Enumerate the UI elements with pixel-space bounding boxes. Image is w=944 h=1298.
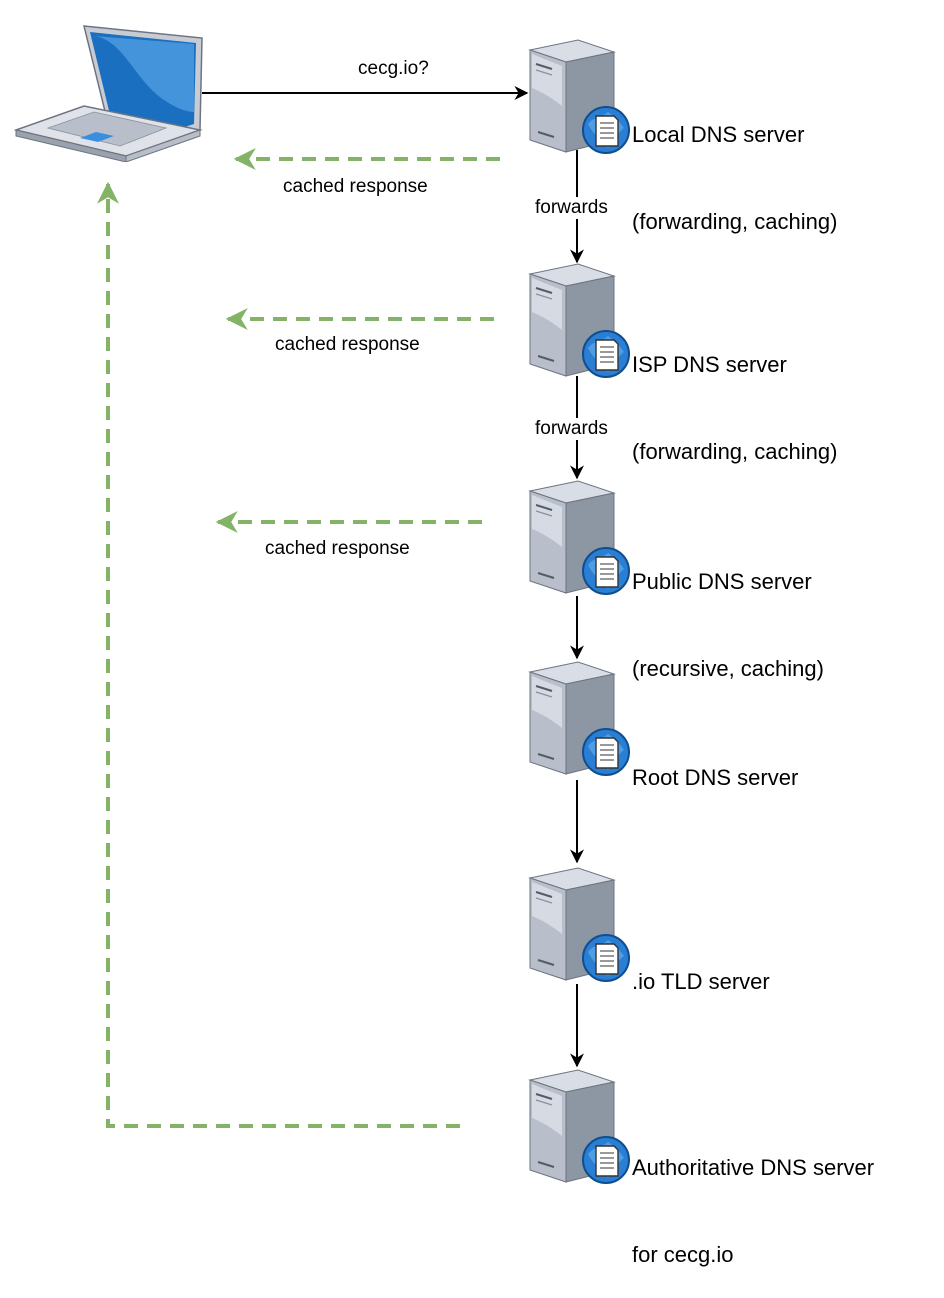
server-icon	[529, 480, 630, 595]
server-icon	[529, 39, 630, 154]
laptop-icon	[15, 25, 203, 162]
response-arrow-auth	[97, 181, 460, 1128]
server-icon	[529, 263, 630, 378]
server-label-line: (recursive, caching)	[632, 656, 824, 681]
server-label-tld: .io TLD server	[632, 909, 770, 1025]
server-label-line: (forwarding, caching)	[632, 209, 838, 234]
server-label-line: Authoritative DNS server	[632, 1155, 875, 1180]
server-label-line: .io TLD server	[632, 969, 770, 994]
server-icon	[529, 661, 630, 776]
server-icon	[529, 867, 630, 982]
cached-response-label: cached response	[263, 538, 412, 560]
server-label-public: Public DNS server (recursive, caching)	[632, 509, 824, 712]
query-label: cecg.io?	[356, 58, 431, 80]
server-label-local: Local DNS server (forwarding, caching)	[632, 62, 837, 265]
server-label-root: Root DNS server	[632, 705, 798, 821]
server-label-line: ISP DNS server	[632, 352, 787, 377]
server-label-line: Local DNS server	[632, 122, 805, 147]
forward-label: forwards	[533, 418, 610, 440]
server-label-auth: Authoritative DNS server for cecg.io	[632, 1095, 874, 1298]
cached-response-label: cached response	[273, 334, 422, 356]
server-label-line: Root DNS server	[632, 765, 799, 790]
server-label-line: (forwarding, caching)	[632, 439, 838, 464]
cached-response-label: cached response	[281, 176, 430, 198]
server-label-line: for cecg.io	[632, 1242, 734, 1267]
server-icon	[529, 1069, 630, 1184]
server-label-isp: ISP DNS server (forwarding, caching)	[632, 292, 837, 495]
forward-label: forwards	[533, 197, 610, 219]
server-label-line: Public DNS server	[632, 569, 812, 594]
dns-resolution-diagram	[15, 25, 630, 1184]
